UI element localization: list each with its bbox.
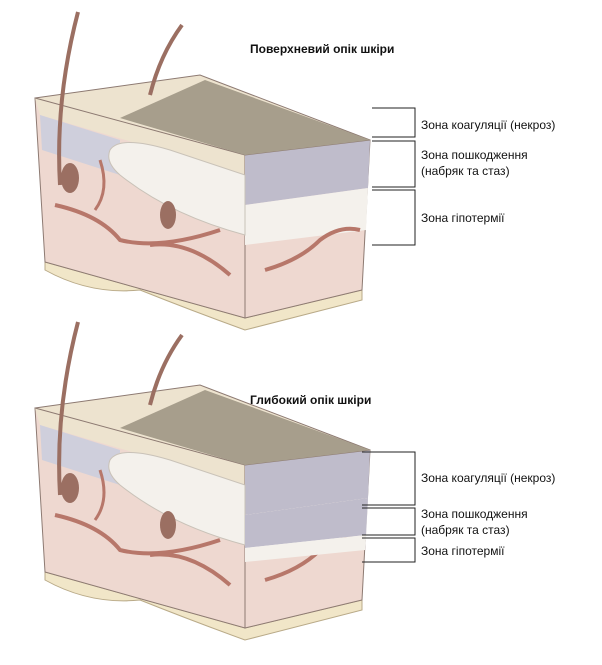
hyperemia-zone-label: Зона гіпотермії bbox=[421, 544, 505, 558]
coagulation-zone-label: Зона коагуляції (некроз) bbox=[421, 118, 556, 132]
deep-burn-illustration bbox=[33, 320, 372, 642]
stasis-zone-line2: (набряк та стаз) bbox=[421, 164, 510, 178]
superficial-burn-title: Поверхневий опік шкіри bbox=[250, 42, 395, 56]
stasis-zone-line1: Зона пошкодження bbox=[421, 148, 528, 162]
deep-burn-title: Глибокий опік шкіри bbox=[250, 393, 372, 407]
coagulation-zone-label: Зона коагуляції (некроз) bbox=[421, 471, 556, 485]
zone-brackets-superficial bbox=[372, 107, 416, 246]
superficial-burn-illustration bbox=[33, 10, 372, 332]
zone-brackets-deep bbox=[362, 451, 416, 563]
stasis-zone-label: Зона пошкодження (набряк та стаз) bbox=[421, 506, 528, 538]
stasis-zone-line1: Зона пошкодження bbox=[421, 507, 528, 521]
hyperemia-zone-label: Зона гіпотермії bbox=[421, 211, 505, 225]
stasis-zone-label: Зона пошкодження (набряк та стаз) bbox=[421, 147, 528, 179]
stasis-zone-line2: (набряк та стаз) bbox=[421, 523, 510, 537]
